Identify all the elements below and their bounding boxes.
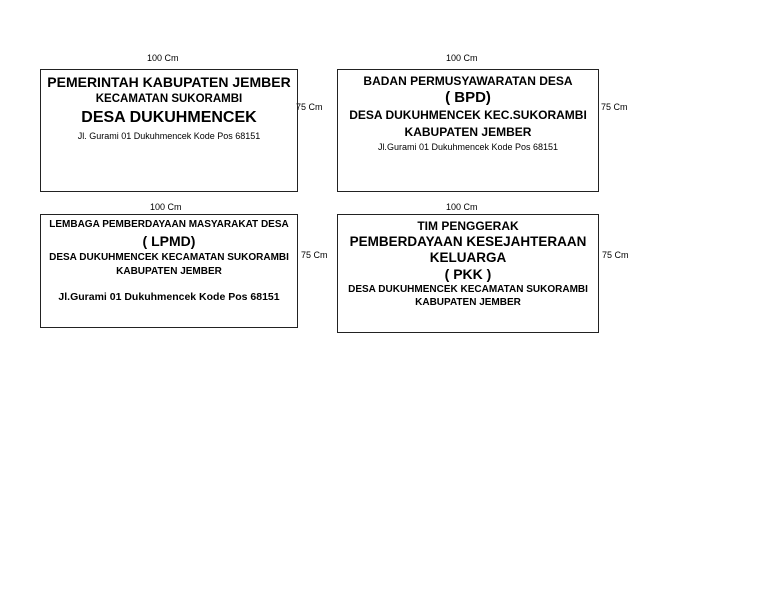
width-label: 100 Cm bbox=[446, 202, 478, 212]
sign-pkk: TIM PENGGERAK PEMBERDAYAAN KESEJAHTERAAN… bbox=[337, 214, 599, 333]
height-label: 75 Cm bbox=[296, 102, 323, 112]
sign-line: ( LPMD) bbox=[142, 233, 196, 249]
sign-line: ( BPD) bbox=[445, 89, 491, 106]
sign-line: KABUPATEN JEMBER bbox=[116, 266, 222, 277]
sign-line: KABUPATEN JEMBER bbox=[415, 297, 521, 308]
sign-line: PEMERINTAH KABUPATEN JEMBER bbox=[47, 74, 291, 90]
width-label: 100 Cm bbox=[150, 202, 182, 212]
sign-line: LEMBAGA PEMBERDAYAAN MASYARAKAT DESA bbox=[49, 219, 289, 230]
sign-line: PEMBERDAYAAN KESEJAHTERAAN bbox=[349, 234, 587, 249]
width-label: 100 Cm bbox=[147, 53, 179, 63]
sign-address: Jl.Gurami 01 Dukuhmencek Kode Pos 68151 bbox=[58, 291, 280, 303]
sign-line: ( PKK ) bbox=[444, 266, 492, 282]
sign-lpmd: LEMBAGA PEMBERDAYAAN MASYARAKAT DESA ( L… bbox=[40, 214, 298, 328]
height-label: 75 Cm bbox=[601, 102, 628, 112]
sign-line: KECAMATAN SUKORAMBI bbox=[95, 93, 243, 105]
width-label: 100 Cm bbox=[446, 53, 478, 63]
sign-bpd: BADAN PERMUSYAWARATAN DESA ( BPD) DESA D… bbox=[337, 69, 599, 192]
sign-line: DESA DUKUHMENCEK KECAMATAN SUKORAMBI bbox=[348, 284, 588, 295]
sign-line: KELUARGA bbox=[429, 250, 507, 265]
sign-address: Jl. Gurami 01 Dukuhmencek Kode Pos 68151 bbox=[77, 131, 261, 141]
sign-line: DESA DUKUHMENCEK KECAMATAN SUKORAMBI bbox=[49, 252, 289, 263]
sign-line: DESA DUKUHMENCEK KEC.SUKORAMBI bbox=[349, 108, 587, 122]
sign-line: TIM PENGGERAK bbox=[417, 219, 519, 233]
sign-line: KABUPATEN JEMBER bbox=[404, 125, 532, 139]
height-label: 75 Cm bbox=[301, 250, 328, 260]
sign-line: BADAN PERMUSYAWARATAN DESA bbox=[363, 74, 573, 88]
height-label: 75 Cm bbox=[602, 250, 629, 260]
sign-line: DESA DUKUHMENCEK bbox=[81, 109, 257, 126]
sign-address: Jl.Gurami 01 Dukuhmencek Kode Pos 68151 bbox=[377, 142, 559, 152]
sign-pemerintah-desa: PEMERINTAH KABUPATEN JEMBER KECAMATAN SU… bbox=[40, 69, 298, 192]
